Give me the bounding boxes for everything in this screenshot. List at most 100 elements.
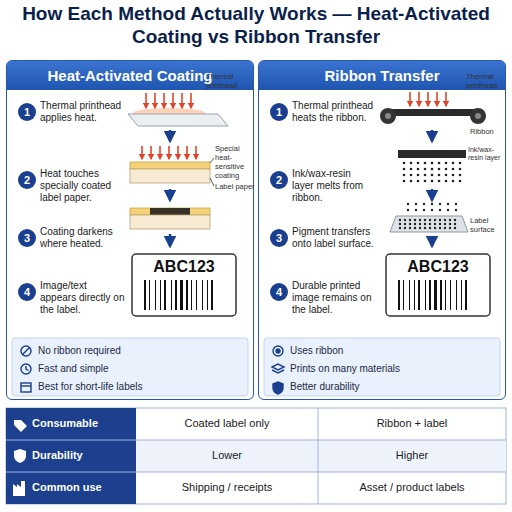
ink-particle <box>431 180 434 183</box>
ink-particle <box>423 203 425 205</box>
method-panel: Heat-Activated Coating1234 <box>6 60 254 400</box>
step-number-text: 1 <box>276 106 282 118</box>
step-number: 3 <box>270 229 288 247</box>
table-cell: Higher <box>318 440 506 472</box>
callout-label: Thermal printhead <box>206 72 252 90</box>
roller-core <box>385 113 391 119</box>
heat-arrow <box>190 93 192 108</box>
heat-arrow <box>145 93 147 108</box>
transferred-pigment <box>414 219 416 221</box>
leader-line <box>462 79 465 80</box>
table-row <box>136 440 506 472</box>
ink-particle <box>459 162 462 165</box>
ribbon <box>388 109 478 116</box>
feature-text: Prints on many materials <box>290 362 490 376</box>
step-number: 2 <box>18 171 36 189</box>
flow-arrow <box>169 234 172 246</box>
feature-text: Better durability <box>290 380 490 394</box>
ink-particle <box>407 203 409 205</box>
transferred-pigment <box>424 223 426 225</box>
heat-arrow <box>172 93 174 108</box>
ink-particle <box>417 168 420 171</box>
heat-arrow <box>436 92 438 106</box>
tag-icon <box>14 420 27 432</box>
label-surface <box>390 216 468 232</box>
feature-icons <box>21 346 31 392</box>
barcode-bar <box>180 280 183 310</box>
ink-particle <box>431 209 433 211</box>
calendar-icon <box>21 383 31 392</box>
heat-coating <box>130 162 210 169</box>
transferred-pigment <box>434 219 436 221</box>
factory-icon <box>13 481 25 496</box>
ribbon-icon <box>273 346 283 356</box>
table-cell: Coated label only <box>136 408 318 440</box>
ink-particle <box>424 162 427 165</box>
printhead <box>138 68 200 88</box>
transferred-pigment <box>419 223 421 225</box>
callout-label: Label surface <box>470 216 506 234</box>
ink-particle <box>403 180 406 183</box>
barcode-bar <box>440 280 442 310</box>
barcode-bar <box>461 280 462 310</box>
barcode-bar <box>418 280 420 310</box>
step-number-text: 3 <box>276 232 282 244</box>
barcode-bar <box>164 280 166 310</box>
transferred-pigment <box>409 227 411 229</box>
ink-particle <box>424 168 427 171</box>
ink-particle <box>439 209 441 211</box>
barcode-bar <box>456 280 457 310</box>
ink-particle <box>459 180 462 183</box>
table-icons <box>13 420 27 496</box>
step-text: Thermal printhead heats the ribbon. <box>292 100 374 124</box>
flow-arrow <box>431 130 434 141</box>
clock-icon <box>21 364 31 374</box>
transferred-pigment <box>449 219 451 221</box>
ink-particle <box>447 203 449 205</box>
step-number: 3 <box>18 229 36 247</box>
transferred-pigment <box>419 227 421 229</box>
barcode-bar <box>149 280 150 310</box>
barcode-bar <box>144 280 146 310</box>
transferred-pigment <box>429 223 431 225</box>
transferred-pigment <box>449 223 451 225</box>
barcode-bar <box>160 280 161 310</box>
table-cell: Shipping / receipts <box>136 472 318 504</box>
heat-arrow <box>445 92 447 106</box>
heat-arrow <box>163 93 165 108</box>
label-paper <box>128 114 228 126</box>
step-text: Image/text appears directly on the label… <box>40 280 125 316</box>
step-number-text: 4 <box>24 286 30 298</box>
step-number: 2 <box>270 171 288 189</box>
ink-particle <box>403 168 406 171</box>
table-rule <box>6 472 506 473</box>
table-cell: Lower <box>136 440 318 472</box>
barcode-bar <box>445 280 446 310</box>
ink-particle <box>438 174 441 177</box>
ink-particle <box>424 180 427 183</box>
barcode-bar <box>403 280 404 310</box>
ink-particle <box>424 174 427 177</box>
heat-arrow <box>409 92 411 106</box>
ribbon-roller <box>380 108 396 124</box>
label-paper <box>130 169 210 183</box>
barcode-bar <box>175 280 177 310</box>
ink-particle <box>417 162 420 165</box>
flow-arrow <box>169 130 172 141</box>
ink-particle <box>438 162 441 165</box>
calendar-icon <box>21 385 31 386</box>
heat-arrow <box>195 146 197 159</box>
barcode-bar <box>196 280 197 310</box>
barcode-bar <box>186 280 188 310</box>
callout-label: Ribbon <box>470 127 504 136</box>
transferred-pigment <box>439 219 441 221</box>
barcode-bar <box>211 280 213 310</box>
heat-arrow <box>159 146 161 159</box>
heat-arrow <box>141 146 143 159</box>
ink-particle <box>439 203 441 205</box>
printed-label <box>132 254 236 316</box>
ink-particle <box>431 203 433 205</box>
table-rule <box>6 440 506 441</box>
step-number-text: 2 <box>276 174 282 186</box>
